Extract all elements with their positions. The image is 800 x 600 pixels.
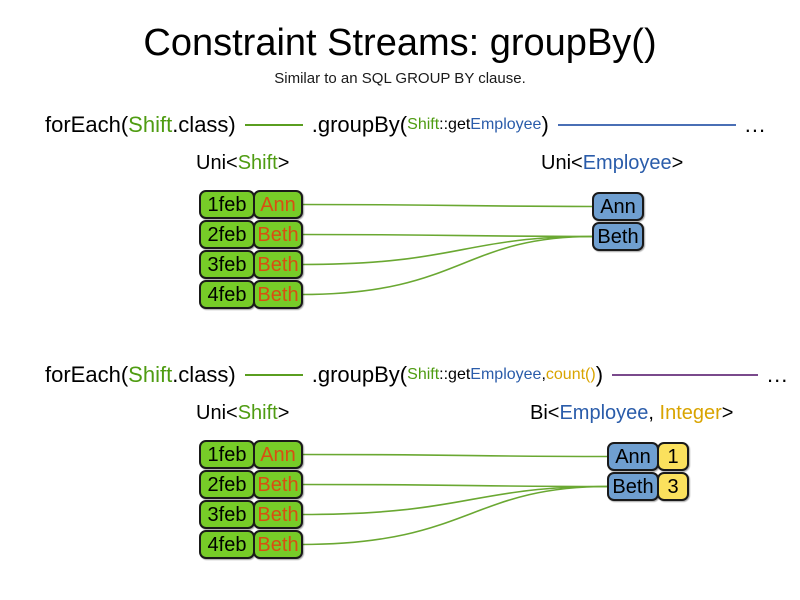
shift-date-cell: 3feb [199,500,255,529]
connector-groupby-to-rest [557,124,736,126]
page-title: Constraint Streams: groupBy() [143,22,657,64]
shift-employee-cell: Beth [253,250,303,279]
groupby-token: ) [541,112,549,137]
shift-to-group-wire [300,453,609,458]
shift-date-cell: 1feb [199,440,255,469]
right-type-token: Employee [582,152,672,174]
shift-date-cell: 3feb [199,250,255,279]
shift-to-group-wire [300,233,594,238]
left-type-token: Uni< [196,152,238,174]
right-type-token: > [721,402,734,424]
shift-date-cell: 2feb [199,220,255,249]
shift-to-group-wire [300,485,609,516]
right-type-token: Bi< [530,402,560,424]
groupby-token: Shift [407,366,440,383]
shift-to-group-wire [300,235,594,266]
groupby-token: count() [545,366,596,383]
employee-cell: Beth [607,472,659,501]
groupby-token: , [541,366,546,383]
left-type-token: Shift [237,152,278,174]
right-type-token: Uni< [541,152,583,174]
shift-date-cell: 1feb [199,190,255,219]
groupby-token: ::get [439,366,471,383]
groupby-token: Employee [470,366,542,383]
employee-cell: Ann [592,192,644,221]
shift-employee-cell: Beth [253,530,303,559]
groupby-token: Shift [407,116,440,133]
foreach-token: forEach( [45,362,129,387]
connector-foreach-to-groupby [244,124,303,126]
groupby-token: Employee [470,116,542,133]
shift-date-cell: 4feb [199,280,255,309]
shift-employee-cell: Ann [253,440,303,469]
employee-cell: Beth [592,222,644,251]
right-type-token: , [648,402,660,424]
groupby-token: ::get [439,116,471,133]
group-result-tuple[interactable]: Ann [592,192,644,221]
right-type-token: Employee [559,402,649,424]
left-type-token: > [277,152,290,174]
ellipsis: ... [744,112,767,137]
connector-groupby-to-rest [612,374,759,376]
left-stream-type-label: Uni<Shift> [196,402,289,425]
shift-employee-cell: Ann [253,190,303,219]
groupby-token: .groupBy( [311,362,408,387]
left-type-token: > [277,402,290,424]
shift-to-group-wire [300,485,609,546]
count-cell: 1 [657,442,689,471]
foreach-token: Shift [128,112,173,137]
foreach-token: .class) [172,362,236,387]
right-type-token: Integer [659,402,722,424]
count-cell: 3 [657,472,689,501]
shift-employee-cell: Beth [253,500,303,529]
ellipsis: ... [767,362,789,387]
shift-date-cell: 2feb [199,470,255,499]
page-subtitle: Similar to an SQL GROUP BY clause. [274,70,526,87]
shift-employee-cell: Beth [253,220,303,249]
left-type-token: Shift [237,402,278,424]
right-stream-type-label: Bi<Employee, Integer> [530,402,733,425]
groupby-token: .groupBy( [311,112,408,137]
groupby-token: ) [595,362,604,387]
employee-cell: Ann [607,442,659,471]
left-type-token: Uni< [196,402,238,424]
right-stream-type-label: Uni<Employee> [541,152,683,175]
foreach-token: Shift [128,362,173,387]
foreach-token: forEach( [45,112,129,137]
group-result-tuple[interactable]: Beth [592,222,644,251]
shift-to-group-wire [300,203,594,208]
connector-foreach-to-groupby [244,374,303,376]
shift-employee-cell: Beth [253,280,303,309]
shift-to-group-wire [300,483,609,488]
right-type-token: > [671,152,684,174]
shift-employee-cell: Beth [253,470,303,499]
shift-date-cell: 4feb [199,530,255,559]
foreach-token: .class) [172,112,236,137]
left-stream-type-label: Uni<Shift> [196,152,289,175]
shift-to-group-wire [300,235,594,296]
